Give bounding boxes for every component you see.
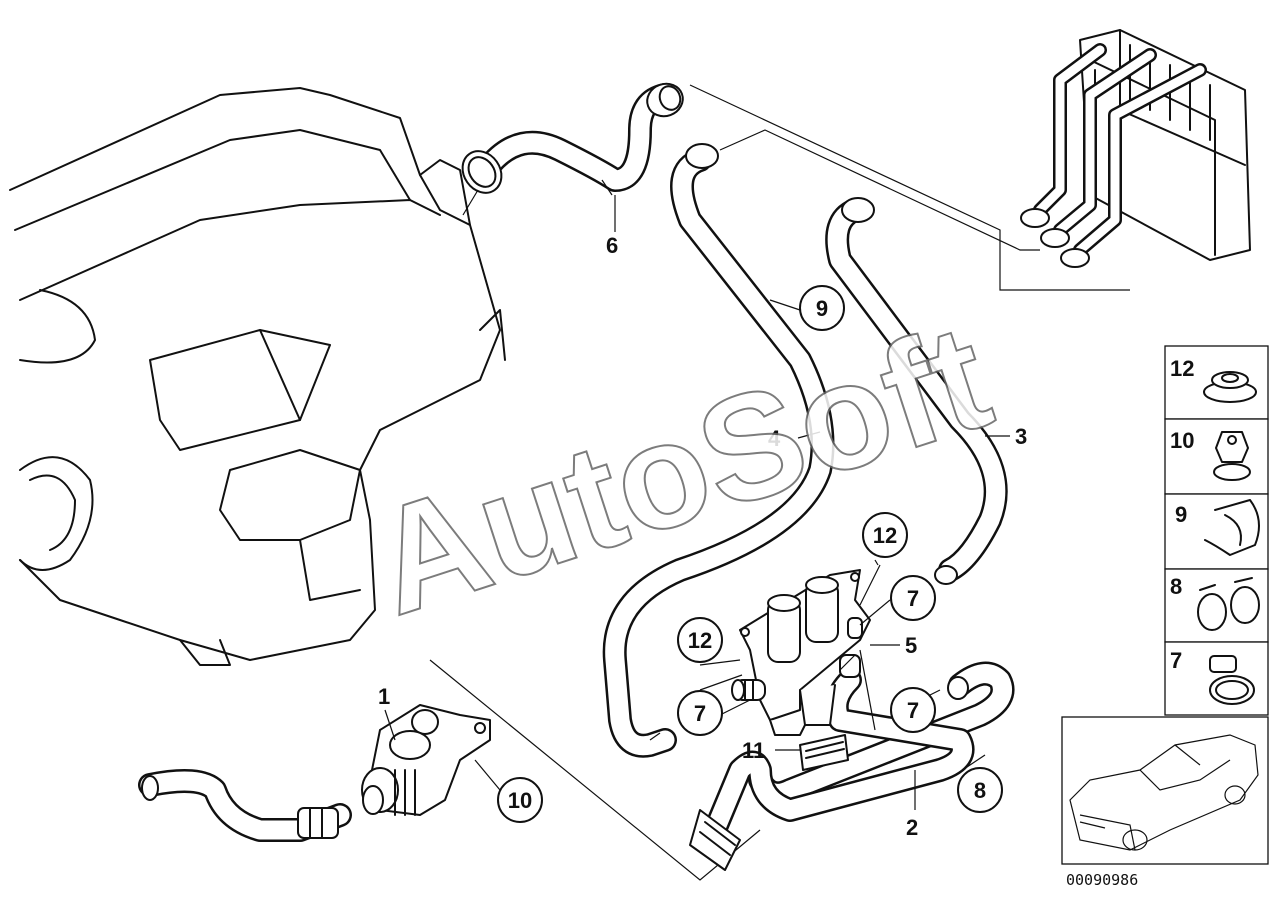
hose-4 (602, 143, 835, 758)
auxiliary-water-pump (361, 704, 491, 816)
hose-2 (689, 668, 975, 871)
hose-clamp-icon (1197, 577, 1260, 631)
callout-7c: 7 (907, 698, 919, 723)
bracket-11 (799, 734, 849, 771)
heater-core-pipes (1020, 43, 1207, 268)
callout-10: 10 (508, 788, 532, 813)
callout-5: 5 (905, 633, 917, 658)
worm-clamp-icon (1209, 655, 1255, 705)
callout-11: 11 (742, 738, 765, 763)
legend-label-12: 12 (1170, 356, 1194, 381)
grommet-icon (1203, 371, 1257, 403)
callout-6: 6 (606, 233, 618, 258)
legend-label-10: 10 (1170, 428, 1194, 453)
hose-3 (825, 197, 1008, 585)
engine-block (9, 87, 506, 666)
callout-4: 4 (768, 426, 781, 451)
connection-guide-lines (429, 84, 1130, 881)
callouts: 6 4 3 5 11 2 1 9 12 7 12 7 7 8 10 (378, 233, 1027, 840)
clip-icon (1204, 499, 1260, 556)
hose-6 (461, 82, 684, 194)
vehicle-thumbnail (1061, 716, 1269, 865)
callout-12b: 12 (688, 628, 712, 653)
callout-1: 1 (378, 684, 390, 709)
callout-9: 9 (816, 296, 828, 321)
legend-label-9: 9 (1175, 502, 1187, 527)
legend-label-7: 7 (1170, 648, 1182, 673)
legend-label-8: 8 (1170, 574, 1182, 599)
callout-12a: 12 (873, 523, 897, 548)
callout-7a: 7 (907, 586, 919, 611)
callout-7b: 7 (694, 701, 706, 726)
nut-icon (1213, 431, 1251, 481)
water-valve (731, 569, 871, 736)
water-pump-hose (138, 769, 352, 842)
parts-legend: 12 10 9 8 7 (1164, 345, 1269, 716)
diagram-part-number: 00090986 (1066, 871, 1138, 889)
callout-8: 8 (974, 778, 986, 803)
callout-3: 3 (1015, 424, 1027, 449)
callout-2: 2 (906, 815, 918, 840)
callout-leaders (384, 179, 1010, 810)
